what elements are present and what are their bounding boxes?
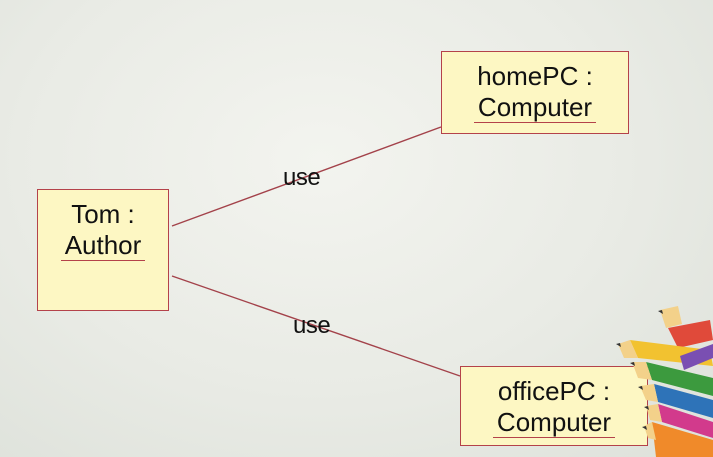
object-name: homePC : xyxy=(477,61,593,91)
object-name: Tom : xyxy=(71,199,135,229)
link-label-use: use xyxy=(293,312,331,339)
link-tom-home xyxy=(171,126,442,227)
pencils-image xyxy=(616,306,713,457)
object-type: Author xyxy=(60,230,146,261)
object-type: Computer xyxy=(473,92,597,123)
object-officepc-computer[interactable]: officePC : Computer xyxy=(460,366,648,446)
object-homepc-computer[interactable]: homePC : Computer xyxy=(441,51,629,134)
link-label-use: use xyxy=(283,164,321,191)
object-name: officePC : xyxy=(497,376,611,406)
object-type: Computer xyxy=(492,407,616,438)
link-tom-office xyxy=(171,275,461,377)
object-tom-author[interactable]: Tom : Author xyxy=(37,189,169,311)
